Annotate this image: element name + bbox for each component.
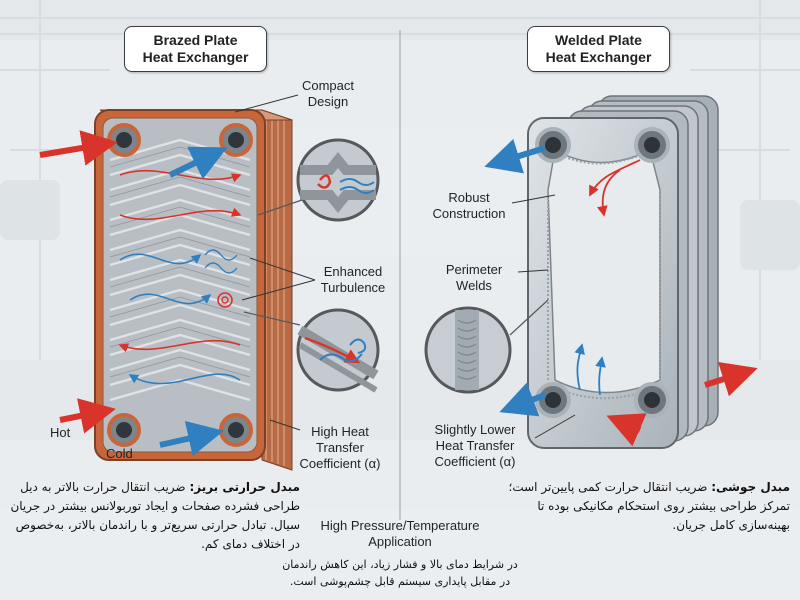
label-cold: Cold	[106, 446, 133, 461]
leader-lower-htc	[534, 414, 576, 439]
middle-note-line1: در شرایط دمای بالا و فشار زیاد، این کاهش…	[282, 558, 518, 571]
brazed-description-body: ضریب انتقال حرارت بالاتر به دیل طراحی فش…	[10, 480, 300, 551]
middle-note-line2: در مقابل پایداری سیستم قابل چشم‌پوشی است…	[289, 575, 511, 588]
brazed-plate-unit	[39, 94, 380, 471]
brazed-title-line1: Brazed Plate	[153, 32, 238, 48]
label-perimeter-line2: Welds	[456, 278, 492, 293]
label-high-htc-line2: Transfer	[316, 440, 364, 455]
weld-magnifier	[424, 306, 512, 394]
label-perimeter-line1: Perimeter	[445, 262, 503, 277]
brazed-title-line2: Heat Exchanger	[142, 49, 249, 65]
label-compact-design: Compact Design	[288, 78, 368, 110]
welded-hot-in-arrow	[606, 413, 647, 447]
welded-description-body: ضریب انتقال حرارت کمی پایین‌تر است؛ تمرک…	[508, 480, 790, 532]
label-lower-htc-line3: Coefficient (α)	[434, 454, 516, 469]
label-compact-line2: Design	[307, 94, 349, 109]
middle-heading-line2: Application	[368, 534, 432, 549]
leader-perimeter	[517, 269, 549, 273]
label-robust-line1: Robust	[448, 190, 490, 205]
welded-title-line1: Welded Plate	[555, 32, 642, 48]
label-hot: Hot	[50, 425, 71, 440]
hot-out-arrow	[59, 398, 116, 434]
label-high-htc-line3: Coefficient (α)	[299, 456, 381, 471]
label-turbulence-line2: Turbulence	[320, 280, 386, 295]
welded-title-line2: Heat Exchanger	[545, 49, 652, 65]
label-turbulence-line1: Enhanced	[323, 264, 383, 279]
cold-in-arrow	[159, 420, 224, 457]
leader-turbulence	[249, 257, 316, 281]
leader-high-htc	[269, 419, 301, 431]
label-perimeter-welds: Perimeter Welds	[434, 262, 514, 294]
leader-robust	[511, 194, 556, 204]
label-enhanced-turbulence: Enhanced Turbulence	[308, 264, 398, 296]
welded-cold-out-arrow	[484, 138, 546, 174]
hot-in-arrow	[39, 130, 118, 166]
middle-heading-line1: High Pressure/Temperature	[320, 518, 480, 533]
welded-description-title: مبدل جوشی:	[711, 480, 790, 494]
chevron-pattern	[109, 138, 251, 402]
welded-plate-unit	[424, 95, 758, 449]
label-high-htc-line1: High Heat	[311, 424, 369, 439]
magnifier-top	[296, 138, 380, 222]
label-lower-htc-line2: Heat Transfer	[435, 438, 515, 453]
brazed-description: مبدل حرارتی بریز: ضریب انتقال حرارت بالا…	[10, 478, 300, 554]
label-robust-line2: Construction	[432, 206, 506, 221]
label-high-htc: High Heat Transfer Coefficient (α)	[290, 424, 390, 472]
welded-cold-out2-arrow	[499, 382, 547, 417]
label-lower-htc: Slightly Lower Heat Transfer Coefficient…	[420, 422, 530, 470]
brazed-title: Brazed Plate Heat Exchanger	[124, 26, 267, 72]
welded-title: Welded Plate Heat Exchanger	[527, 26, 670, 72]
middle-heading: High Pressure/Temperature Application	[290, 518, 510, 550]
brazed-description-title: مبدل حرارتی بریز:	[189, 480, 300, 494]
label-lower-htc-line1: Slightly Lower	[434, 422, 516, 437]
leader-compact	[234, 94, 299, 113]
label-robust-construction: Robust Construction	[424, 190, 514, 222]
welded-hot-out-arrow	[704, 361, 758, 397]
middle-note: در شرایط دمای بالا و فشار زیاد، این کاهش…	[270, 556, 530, 590]
label-compact-line1: Compact	[301, 78, 355, 93]
welded-description: مبدل جوشی: ضریب انتقال حرارت کمی پایین‌ت…	[485, 478, 790, 535]
cold-out-arrow	[168, 146, 228, 180]
magnifier-bottom	[296, 308, 380, 393]
